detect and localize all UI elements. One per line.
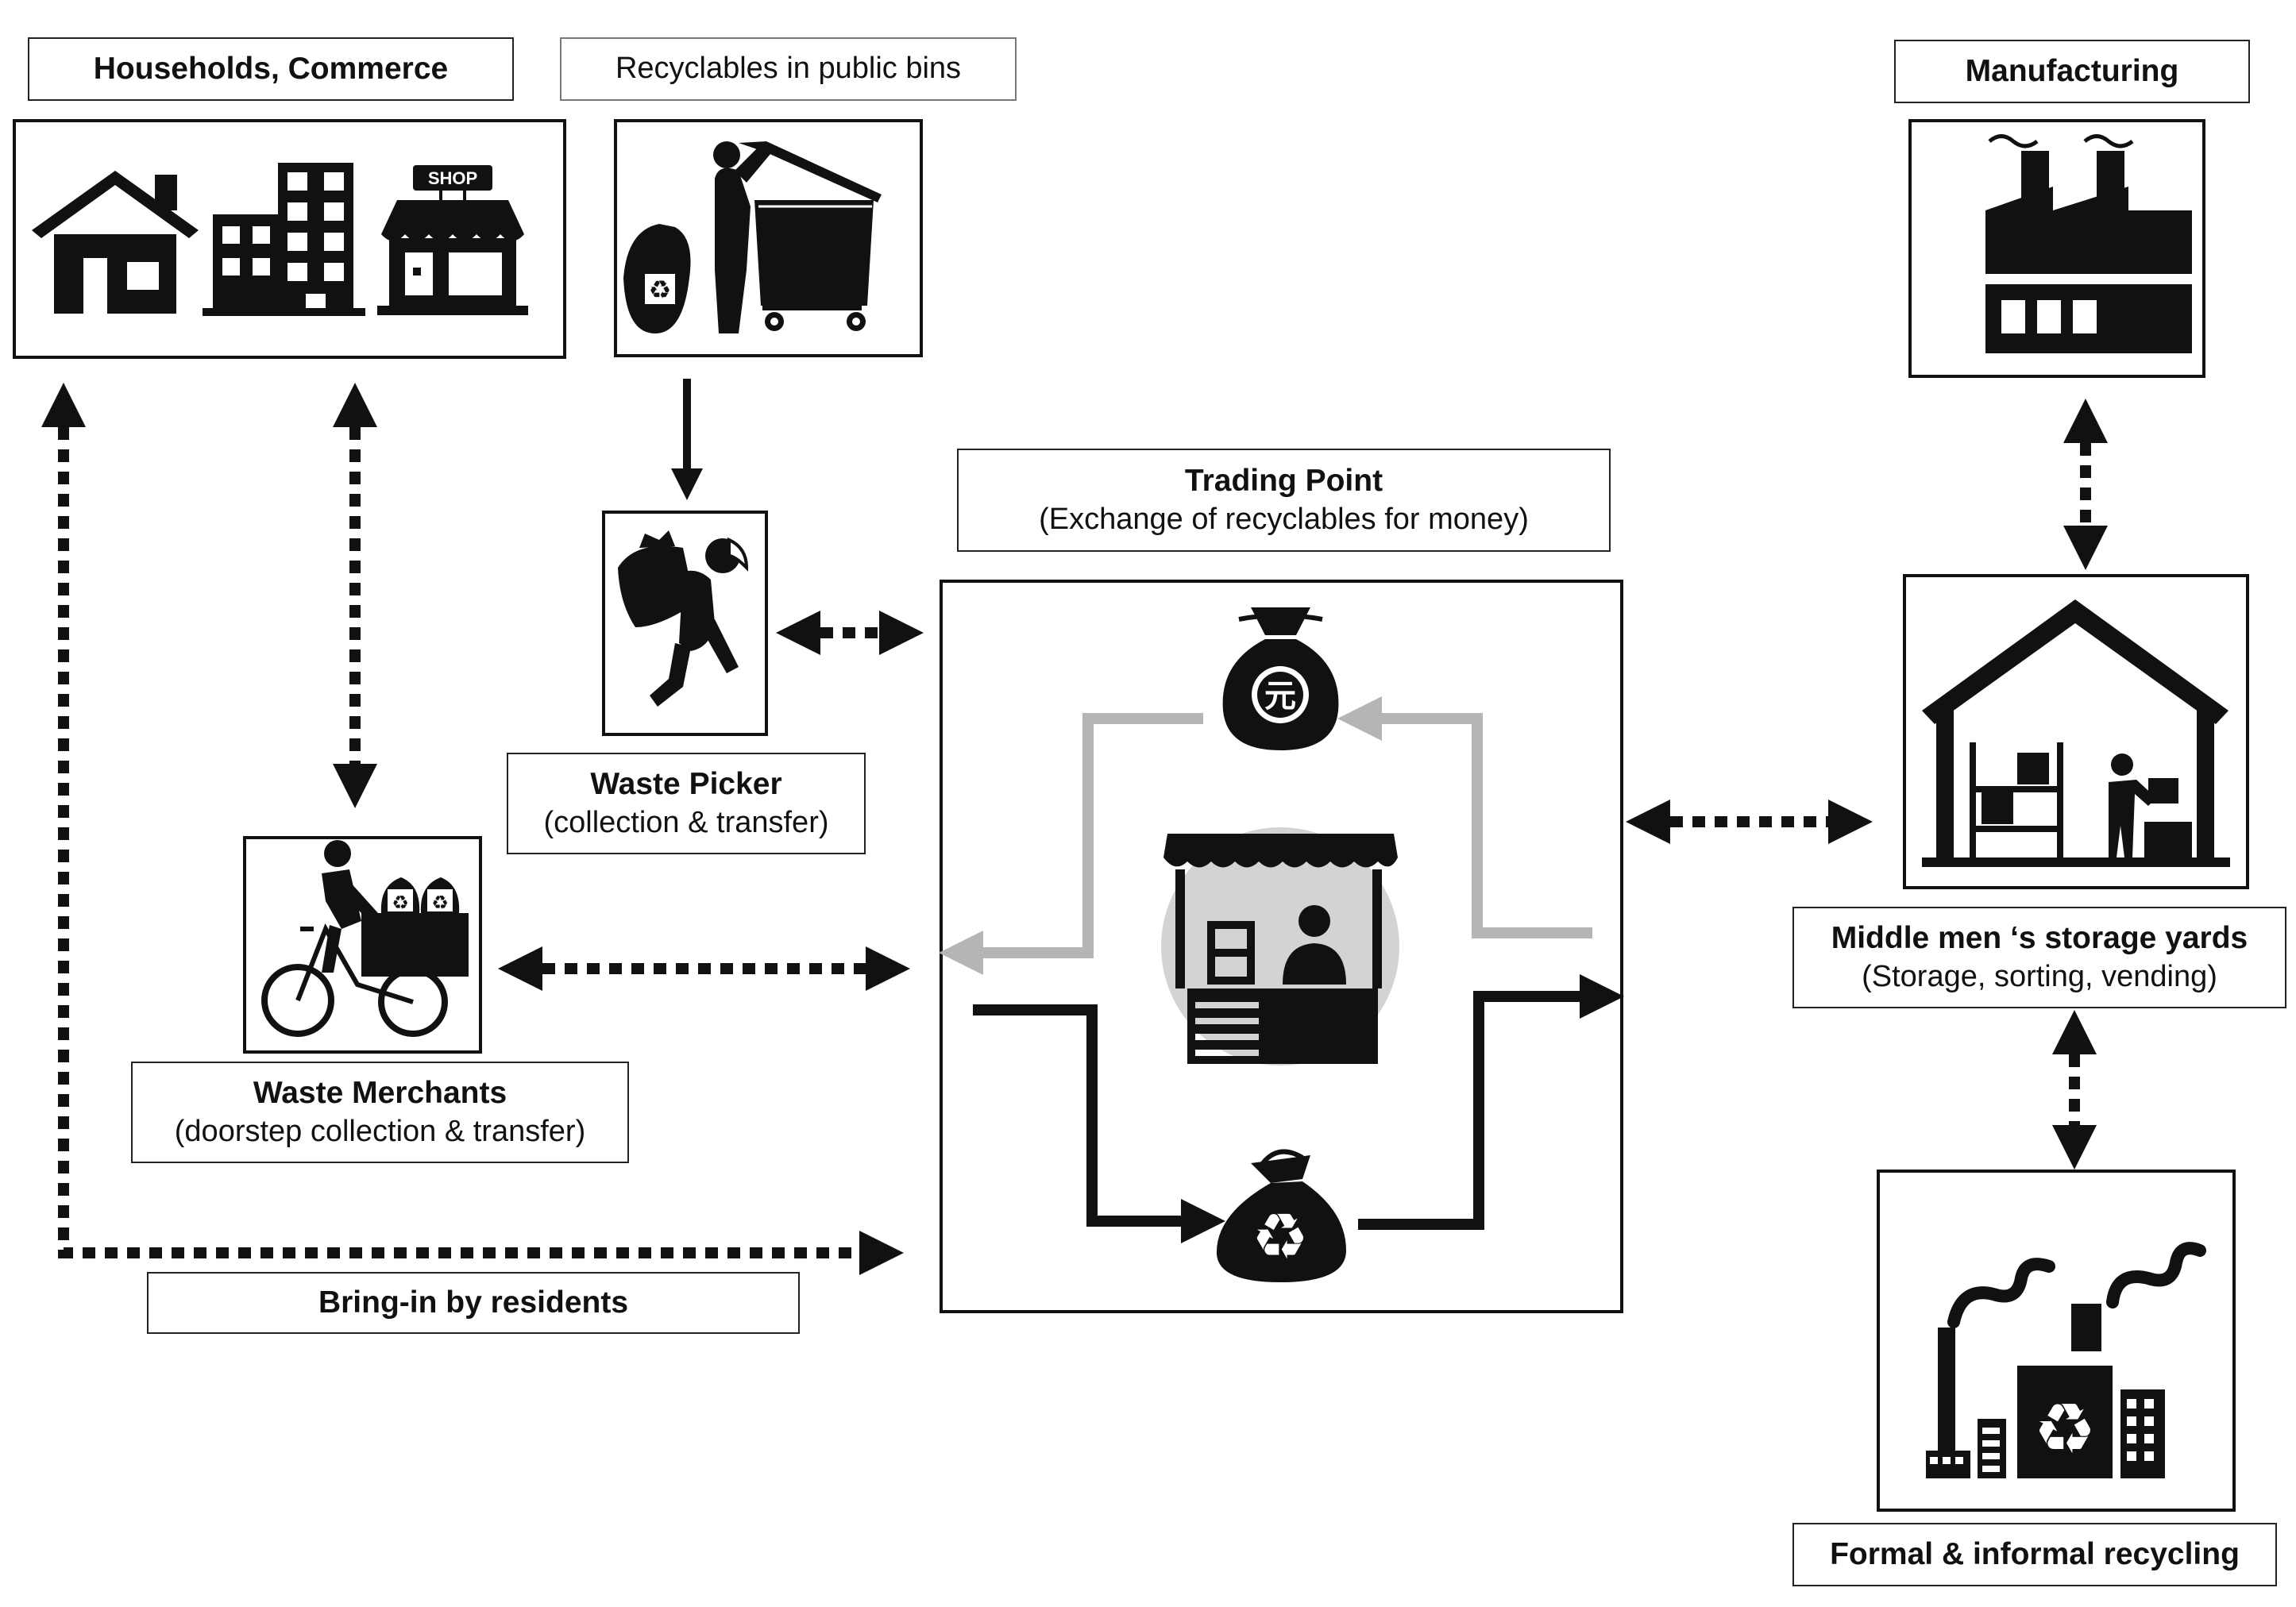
waste-merchants-title: Waste Merchants xyxy=(253,1075,507,1110)
svg-text:♻: ♻ xyxy=(2034,1388,2097,1470)
recyclables-flow-out xyxy=(1358,974,1624,1230)
person-at-bin-icon: ♻ xyxy=(623,141,882,333)
households-label: Households, Commerce xyxy=(28,37,514,101)
trading-stall-icon xyxy=(1163,834,1398,1064)
warehouse-icon xyxy=(1922,599,2230,867)
waste-picker-label: Waste Picker (collection & transfer) xyxy=(507,753,866,854)
recyclables-flow-in xyxy=(973,1004,1225,1243)
shop-icon: SHOP xyxy=(377,165,528,315)
money-symbol-text: 元 xyxy=(1264,678,1296,715)
money-flow-right xyxy=(1337,696,1592,938)
public-bins-label-text: Recyclables in public bins xyxy=(615,52,962,86)
waste-merchants-subtitle: (doorstep collection & transfer) xyxy=(174,1114,586,1148)
money-flow-left xyxy=(939,713,1203,975)
bring-in-label: Bring-in by residents xyxy=(147,1272,800,1334)
recycling-label: Formal & informal recycling xyxy=(1792,1523,2277,1586)
waste-picker-title: Waste Picker xyxy=(590,766,782,801)
manufacturing-label: Manufacturing xyxy=(1894,40,2250,103)
money-bag-icon: 元 xyxy=(1222,607,1339,750)
waste-picker-subtitle: (collection & transfer) xyxy=(543,805,829,839)
svg-text:♻: ♻ xyxy=(431,892,449,914)
factory-icon xyxy=(1985,134,2192,353)
households-label-text: Households, Commerce xyxy=(93,51,449,86)
middlemen-label: Middle men ‘s storage yards (Storage, so… xyxy=(1792,907,2286,1008)
manufacturing-label-text: Manufacturing xyxy=(1965,53,2179,88)
trading-point-label: Trading Point (Exchange of recyclables f… xyxy=(957,449,1611,552)
bring-in-label-text: Bring-in by residents xyxy=(318,1285,629,1320)
bring-in-arrow xyxy=(41,383,904,1275)
trading-point-flows xyxy=(939,696,1624,1243)
house-icon xyxy=(32,171,199,314)
recycling-plant-icon: ♻ xyxy=(1926,1242,2206,1478)
middlemen-title: Middle men ‘s storage yards xyxy=(1831,920,2248,955)
svg-text:♻: ♻ xyxy=(1252,1200,1309,1274)
trading-point-subtitle: (Exchange of recyclables for money) xyxy=(1039,502,1529,536)
trading-point-title: Trading Point xyxy=(1184,463,1383,498)
svg-text:♻: ♻ xyxy=(649,275,672,305)
middlemen-subtitle: (Storage, sorting, vending) xyxy=(1862,959,2217,993)
svg-text:♻: ♻ xyxy=(392,892,409,914)
waste-merchants-label: Waste Merchants (doorstep collection & t… xyxy=(131,1062,629,1163)
recyclables-bag-icon: ♻ xyxy=(1216,1149,1346,1282)
recycling-label-text: Formal & informal recycling xyxy=(1830,1536,2240,1571)
office-building-icon xyxy=(203,163,365,316)
public-bins-label: Recyclables in public bins xyxy=(560,37,1017,101)
shop-sign-text: SHOP xyxy=(428,168,477,188)
